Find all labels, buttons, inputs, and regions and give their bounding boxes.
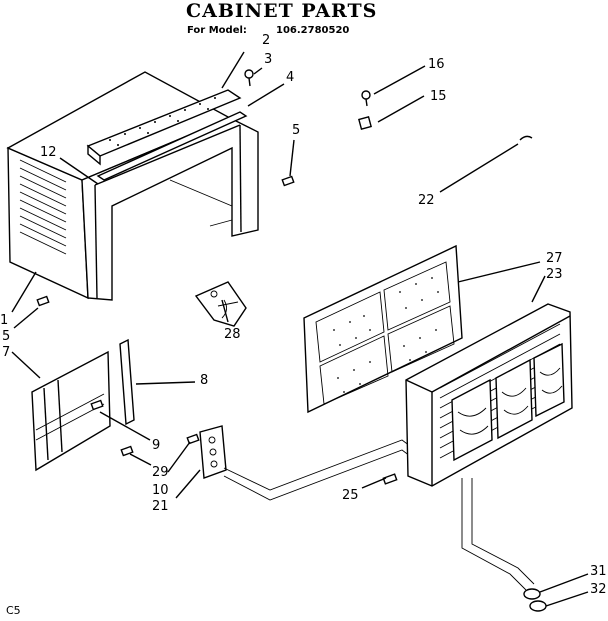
air-filter bbox=[303, 244, 463, 414]
callout-27: 27 bbox=[546, 251, 563, 266]
callout-12: 12 bbox=[40, 145, 57, 160]
wire-part-22 bbox=[519, 135, 533, 141]
callout-7: 7 bbox=[2, 345, 11, 360]
diagram-code: C5 bbox=[6, 604, 21, 617]
callout-22: 22 bbox=[418, 193, 435, 208]
cabinet-shell bbox=[6, 71, 259, 301]
callout-21: 21 bbox=[152, 499, 169, 514]
knob-part-25 bbox=[382, 473, 398, 485]
screw-part-5-upper bbox=[281, 175, 295, 187]
top-rail bbox=[96, 111, 248, 181]
wire-harness bbox=[223, 439, 535, 591]
model-label: For Model: bbox=[187, 25, 247, 36]
callout-8: 8 bbox=[200, 373, 209, 388]
callout-16: 16 bbox=[428, 57, 445, 72]
screw-part-3 bbox=[244, 69, 254, 87]
callout-32: 32 bbox=[590, 582, 607, 597]
control-housing bbox=[199, 425, 227, 479]
leader-lines bbox=[11, 51, 589, 607]
callout-4: 4 bbox=[286, 70, 295, 85]
callout-2: 2 bbox=[262, 33, 271, 48]
side-strip bbox=[119, 338, 135, 426]
side-curtain-frame bbox=[31, 350, 111, 472]
top-insulation-strip bbox=[86, 89, 242, 166]
connector-part-32 bbox=[529, 600, 547, 612]
callout-31: 31 bbox=[590, 564, 607, 579]
callout-23: 23 bbox=[546, 267, 563, 282]
screw-part-10 bbox=[120, 445, 134, 457]
callout-28: 28 bbox=[224, 327, 241, 342]
callout-5-upper: 5 bbox=[292, 123, 301, 138]
callout-3: 3 bbox=[264, 52, 273, 67]
callout-29: 29 bbox=[152, 465, 169, 480]
callout-25: 25 bbox=[342, 488, 359, 503]
screw-part-5-lower bbox=[36, 295, 50, 307]
callout-10: 10 bbox=[152, 483, 169, 498]
screw-part-16 bbox=[361, 90, 371, 107]
callout-1: 1 bbox=[0, 313, 9, 328]
screw-part-9 bbox=[90, 399, 104, 411]
connector-part-31 bbox=[523, 588, 541, 600]
model-number: 106.2780520 bbox=[276, 25, 350, 36]
clip-part-15 bbox=[358, 116, 372, 130]
callout-15: 15 bbox=[430, 89, 447, 104]
diagram-title: CABINET PARTS bbox=[186, 0, 378, 22]
front-grille bbox=[405, 303, 573, 487]
callout-9: 9 bbox=[152, 438, 161, 453]
callout-5-lower: 5 bbox=[2, 329, 11, 344]
screw-part-29 bbox=[186, 433, 200, 445]
bracket-part-28 bbox=[194, 281, 247, 327]
